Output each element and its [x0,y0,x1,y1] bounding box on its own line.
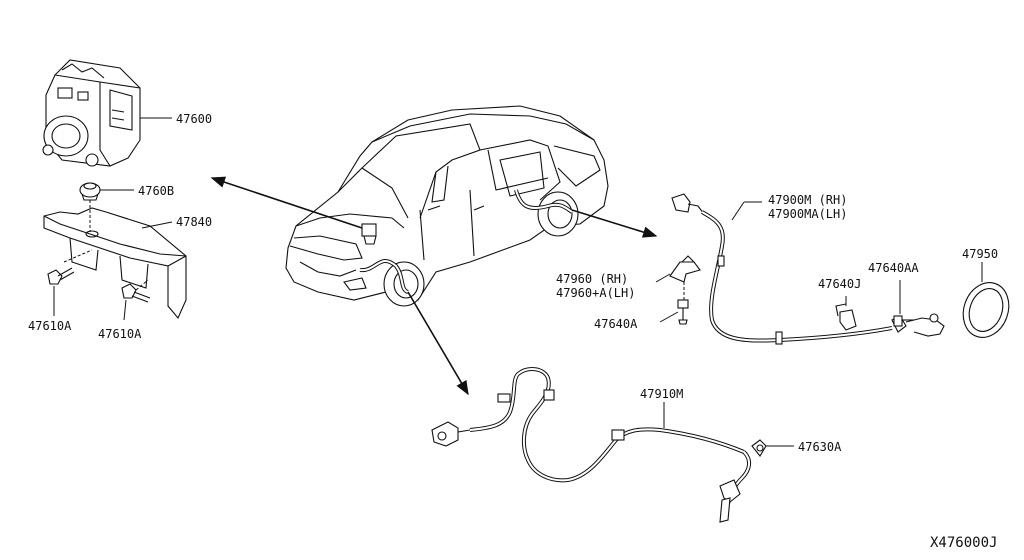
bolt-47640a-drawing [677,299,689,325]
car-drawing [285,105,609,307]
label-47630a: 47630A [798,440,842,454]
dash-bolt-left [63,249,93,263]
leader-47610a-right [123,299,127,321]
label-47960: 47960 (RH) [556,272,628,286]
dash-bolt-right [135,279,149,291]
arrow-to-rear-sensor [571,209,658,238]
label-47610a-left: 47610A [28,319,72,333]
label-47900m: 47900M (RH) [768,193,847,207]
label-47640a: 47640A [594,317,638,331]
front-sensor-drawing [431,367,767,523]
diagram-id: X476000J [930,535,997,551]
sensor-bracket-drawing [669,255,701,283]
label-47840: 47840 [176,215,212,229]
label-47600: 47600 [176,112,212,126]
sensor-ring-drawing [962,282,1010,338]
label-47610a-right: 47610A [98,327,142,341]
label-4760b: 4760B [138,184,174,198]
label-47950: 47950 [962,247,998,261]
leader-47960 [655,273,671,283]
leader-47840 [141,221,173,229]
bolt-right-drawing [121,283,151,303]
bracket-drawing [43,207,187,320]
abs-actuator-drawing [42,59,141,167]
leader-47640a [659,311,679,323]
label-47910m: 47910M [640,387,683,401]
label-47960a: 47960+A(LH) [556,286,635,300]
bolt-left-drawing [47,267,75,285]
leader-47900m [731,201,745,221]
bolt-47640aa-drawing [893,315,914,327]
label-47640j: 47640J [818,277,861,291]
grommet-drawing [79,182,101,201]
clip-47640j-drawing [835,303,857,331]
label-47900ma: 47900MA(LH) [768,207,847,221]
arrow-to-front-sensor [407,291,469,396]
rear-sensor-drawing [671,193,945,345]
arrow-to-actuator [210,176,363,229]
label-47640aa: 47640AA [868,261,919,275]
